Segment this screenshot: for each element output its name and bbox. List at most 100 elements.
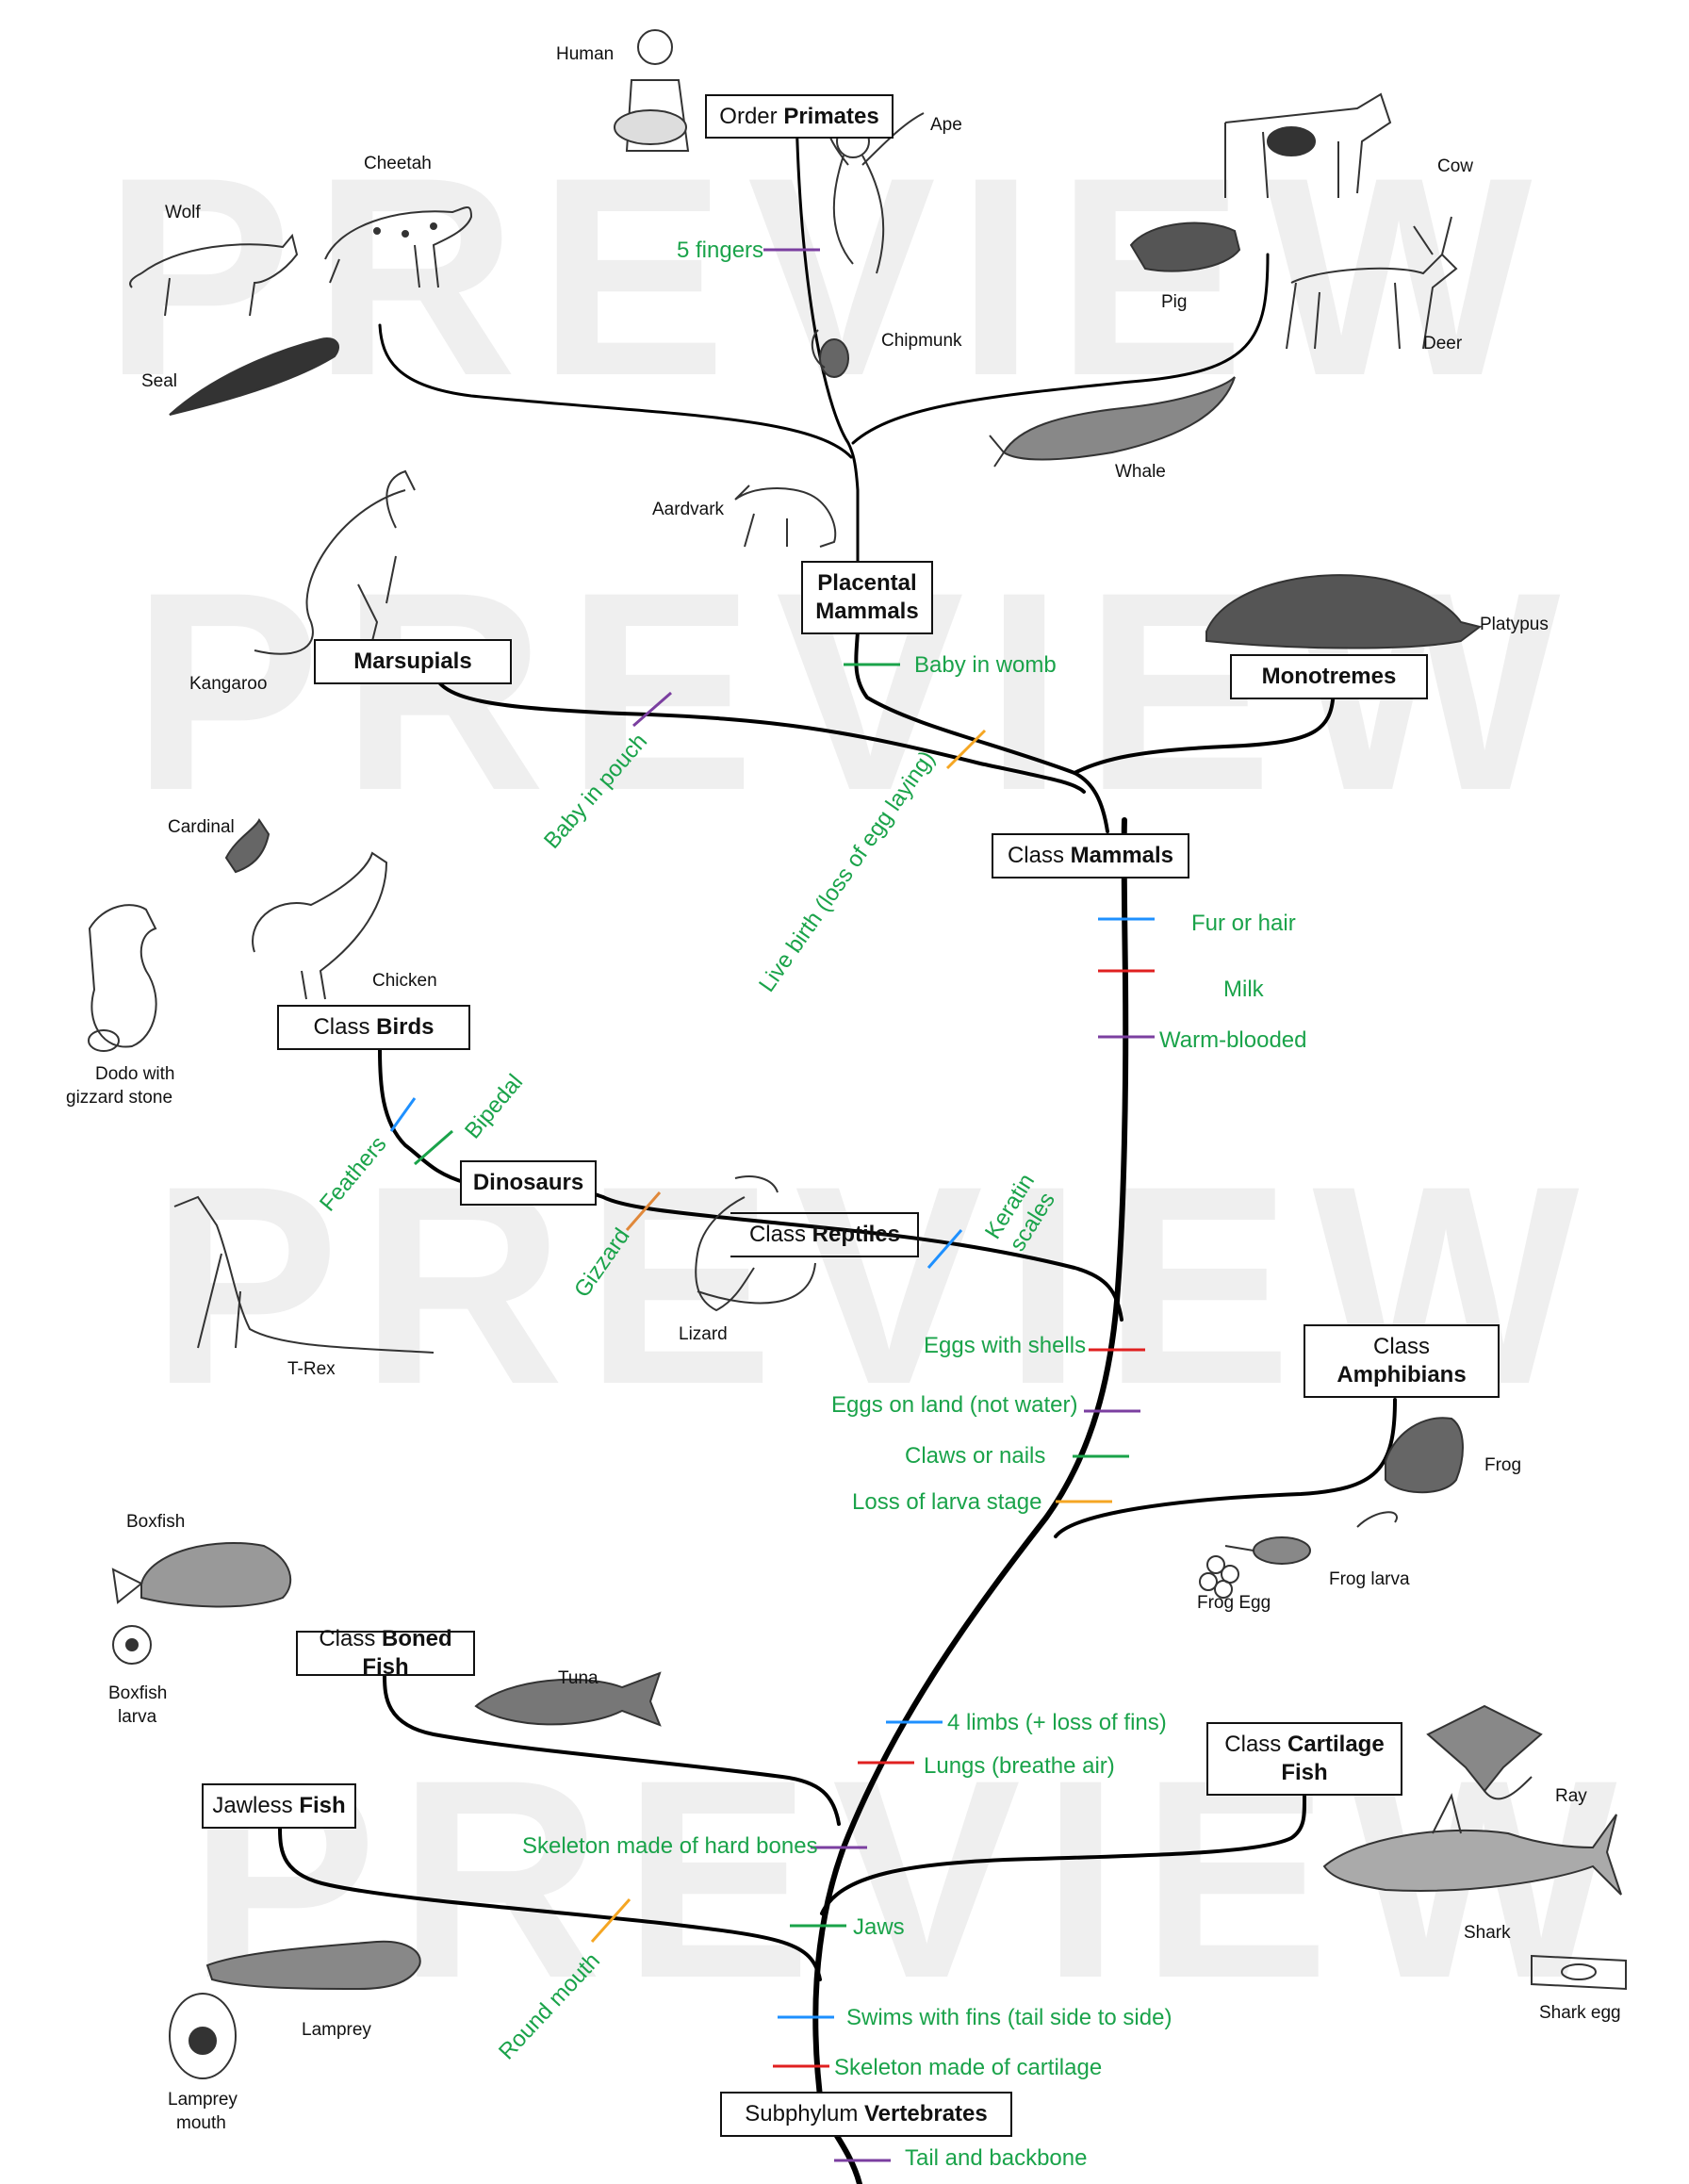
- trait-fur-or-hair: Fur or hair: [1191, 911, 1296, 936]
- animal-label-frog-egg: Frog Egg: [1197, 1593, 1271, 1613]
- chicken-figure-icon: [252, 851, 388, 1000]
- cheetah-figure-icon: [324, 206, 473, 288]
- animal-label-frog-larva: Frog larva: [1329, 1569, 1410, 1589]
- group-box-class-reptiles: Class Reptiles: [748, 1222, 901, 1247]
- trait-five-fingers: 5 fingers: [677, 238, 764, 263]
- trait-four-limbs: 4 limbs (+ loss of fins): [947, 1710, 1167, 1735]
- group-box-subphylum-vertebrates: Subphylum Vertebrates: [720, 2092, 1012, 2137]
- lizard-figure-icon: [695, 1175, 816, 1312]
- kangaroo-figure-icon: [254, 469, 416, 655]
- ray-figure-icon: [1426, 1704, 1543, 1800]
- animal-label-aardvark: Aardvark: [652, 500, 725, 519]
- human-figure-icon: [614, 29, 690, 152]
- animal-label-platypus: Platypus: [1480, 615, 1549, 634]
- animal-label-cow: Cow: [1437, 156, 1474, 176]
- trait-tail-and-backbone: Tail and backbone: [905, 2145, 1088, 2171]
- frog-larva-figure-icon: [1224, 1511, 1398, 1565]
- animal-label-boxfish-larva-line1: Boxfish: [108, 1683, 168, 1703]
- trait-hard-bones: Skeleton made of hard bones: [522, 1833, 818, 1859]
- group-box-class-cartilage-fish: Class Cartilage Fish: [1206, 1722, 1402, 1796]
- animal-label-chipmunk: Chipmunk: [881, 331, 962, 351]
- trex-figure-icon: [173, 1195, 435, 1354]
- boxfish-figure-icon: [111, 1542, 292, 1608]
- animal-label-chicken: Chicken: [372, 971, 437, 991]
- whale-figure-icon: [989, 376, 1236, 468]
- branch-ungulates: [851, 253, 1270, 445]
- branch-mammals: [854, 630, 1109, 833]
- platypus-figure-icon: [1205, 574, 1483, 649]
- aardvark-figure-icon: [734, 484, 837, 548]
- trait-jaws: Jaws: [853, 1914, 905, 1940]
- animal-label-cardinal: Cardinal: [168, 817, 235, 837]
- branch-amphibians: [1054, 1398, 1397, 1538]
- trait-loss-of-larva-stage: Loss of larva stage: [852, 1489, 1042, 1515]
- animal-label-shark-egg: Shark egg: [1539, 2003, 1621, 2023]
- animal-label-trex: T-Rex: [287, 1359, 336, 1379]
- animal-label-lamprey: Lamprey: [302, 2020, 371, 2040]
- dodo-figure-icon: [88, 904, 157, 1052]
- trait-claws-or-nails: Claws or nails: [905, 1443, 1046, 1469]
- animal-label-ray: Ray: [1555, 1786, 1587, 1806]
- shark-figure-icon: [1322, 1793, 1622, 1896]
- trait-eggs-with-shells: Eggs with shells: [924, 1333, 1087, 1358]
- group-box-marsupials: Marsupials: [314, 639, 512, 684]
- animal-label-dodo-line2: gizzard stone: [66, 1088, 173, 1108]
- group-box-dinosaurs: Dinosaurs: [460, 1160, 597, 1206]
- shark-egg-figure-icon: [1531, 1954, 1627, 1991]
- animal-label-lamprey-mouth-line2: mouth: [176, 2113, 226, 2133]
- branch-placental-to-primates: [795, 111, 860, 586]
- animal-label-ape: Ape: [930, 115, 962, 135]
- branch-birds: [378, 1047, 468, 1185]
- lamprey-figure-icon: [205, 1940, 421, 1991]
- boxfish-larva-figure-icon: [112, 1625, 152, 1665]
- group-box-monotremes: Monotremes: [1230, 654, 1428, 699]
- trait-milk: Milk: [1223, 977, 1264, 1002]
- animal-label-tuna: Tuna: [558, 1668, 599, 1688]
- cow-figure-icon: [1224, 92, 1392, 199]
- cardinal-figure-icon: [224, 818, 271, 874]
- animal-label-whale: Whale: [1115, 462, 1166, 482]
- animal-label-boxfish: Boxfish: [126, 1512, 186, 1532]
- chipmunk-figure-icon: [811, 329, 849, 378]
- animal-label-lizard: Lizard: [679, 1324, 728, 1344]
- animal-label-boxfish-larva-line2: larva: [118, 1707, 157, 1727]
- animal-label-seal: Seal: [141, 371, 178, 391]
- animal-label-shark: Shark: [1464, 1923, 1511, 1943]
- group-box-jawless-fish: Jawless Fish: [202, 1783, 356, 1829]
- branch-boned-fish: [383, 1674, 841, 1826]
- branch-marsupials: [431, 658, 1086, 794]
- lamprey-mouth-figure-icon: [169, 1993, 237, 2079]
- animal-label-cheetah: Cheetah: [364, 154, 432, 173]
- group-box-class-boned-fish: Class Boned Fish: [296, 1626, 475, 1680]
- branch-reptiles: [545, 1181, 1123, 1322]
- animal-label-human: Human: [556, 44, 615, 64]
- group-box-class-mammals: Class Mammals: [992, 833, 1189, 879]
- pig-figure-icon: [1129, 222, 1241, 272]
- deer-figure-icon: [1286, 216, 1458, 350]
- wolf-figure-icon: [129, 233, 299, 317]
- animal-label-kangaroo: Kangaroo: [189, 674, 268, 694]
- seal-figure-icon: [169, 337, 339, 416]
- animal-label-pig: Pig: [1161, 292, 1188, 312]
- trait-skeleton-cartilage: Skeleton made of cartilage: [834, 2055, 1103, 2080]
- trait-eggs-on-land: Eggs on land (not water): [831, 1392, 1078, 1418]
- trait-baby-in-womb: Baby in womb: [914, 652, 1057, 678]
- frog-figure-icon: [1385, 1417, 1464, 1494]
- trunk-line: [812, 817, 1129, 2184]
- branch-cartilage-fish: [820, 1794, 1307, 1915]
- watermark: PREVIEW: [104, 118, 1553, 435]
- trait-swims-with-fins: Swims with fins (tail side to side): [846, 2005, 1172, 2030]
- branch-carnivores: [378, 323, 853, 459]
- trait-warm-blooded: Warm-blooded: [1159, 1027, 1307, 1053]
- animal-label-frog: Frog: [1484, 1455, 1522, 1475]
- frog-egg-figure-icon: [1199, 1555, 1239, 1599]
- group-box-class-birds: Class Birds: [277, 1005, 470, 1050]
- animal-label-deer: Deer: [1423, 334, 1463, 353]
- trait-lungs: Lungs (breathe air): [924, 1753, 1115, 1779]
- animal-label-dodo-line1: Dodo with: [95, 1064, 175, 1084]
- group-box-primates: Order Primates: [705, 94, 894, 139]
